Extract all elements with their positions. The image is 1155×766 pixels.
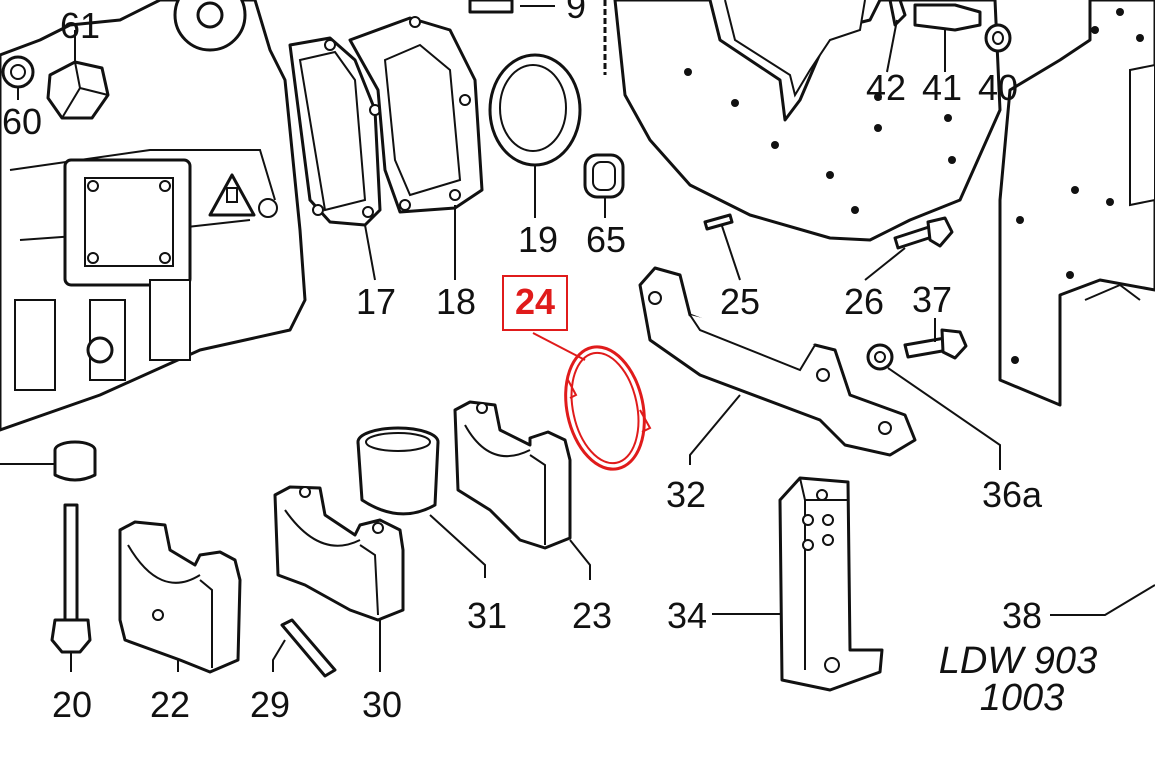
label-part-24: 24: [515, 281, 555, 322]
part-60-washer: [1, 55, 35, 89]
label-part-40: 40: [978, 67, 1018, 108]
part-38-leader: [1050, 584, 1155, 616]
label-part-41: 41: [922, 67, 962, 108]
label-part-61: 61: [60, 5, 100, 46]
part-26-bolt: [864, 216, 954, 281]
timing-cover-plate: [613, 0, 1002, 242]
part-32-bracket: [638, 266, 917, 465]
label-part-34: 34: [667, 595, 707, 636]
part-24-circlip: [532, 332, 652, 471]
part-19-seal-ring: [488, 53, 582, 167]
part-36a-washer: [866, 343, 1001, 470]
model-label-line-2: 1003: [980, 677, 1065, 719]
label-part-30: 30: [362, 684, 402, 725]
part-31-bushing: [356, 426, 486, 578]
label-part-22: 22: [150, 684, 190, 725]
label-part-19: 19: [518, 219, 558, 260]
label-part-42: 42: [866, 67, 906, 108]
label-part-65: 65: [586, 219, 626, 260]
right-housing: [998, 0, 1155, 407]
part-24-label-box: [502, 275, 568, 331]
label-part-38: 38: [1002, 595, 1042, 636]
label-part-23: 23: [572, 595, 612, 636]
part-20-bolt: [0, 440, 97, 672]
engine-block: [0, 0, 307, 432]
part-61-bolt: [46, 60, 110, 120]
label-part-29: 29: [250, 684, 290, 725]
part-40-washer: [984, 23, 1012, 53]
label-part-26: 26: [844, 281, 884, 322]
label-part-9: 9: [566, 0, 586, 26]
part-41-fitting: [913, 3, 982, 72]
label-part-18: 18: [436, 281, 476, 322]
label-part-31: 31: [467, 595, 507, 636]
part-22-bearing-support: [118, 520, 242, 674]
part-30-bearing-support: [273, 485, 405, 672]
label-part-36a: 36a: [982, 474, 1043, 515]
part-34-angle-bracket: [712, 476, 884, 692]
part-65-plug: [583, 153, 625, 199]
part-18-cover: [348, 16, 484, 214]
part-25-pin: [703, 213, 741, 281]
model-label-line-1: LDW 903: [939, 640, 1097, 682]
label-part-60: 60: [2, 101, 42, 142]
part-29-shim: [272, 618, 337, 678]
label-part-20: 20: [52, 684, 92, 725]
part-9-bolt: [468, 0, 555, 14]
part-23-bearing-support: [453, 400, 591, 580]
label-part-17: 17: [356, 281, 396, 322]
label-part-37: 37: [912, 279, 952, 320]
part-17-gasket: [288, 36, 382, 227]
part-42-pipe: [886, 0, 907, 73]
part-37-bolt: [903, 318, 968, 360]
label-part-25: 25: [720, 281, 760, 322]
label-part-32: 32: [666, 474, 706, 515]
